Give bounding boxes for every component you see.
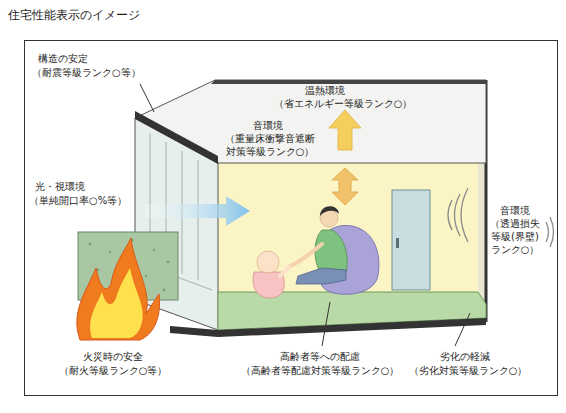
callout-label: （劣化対策等級ランク○） xyxy=(409,364,528,377)
baby xyxy=(253,251,289,298)
callout-label: （透過損失 xyxy=(490,217,540,230)
label-holder: 火災時の安全 xyxy=(83,350,143,363)
label-holder: 高齢者等への配慮 xyxy=(280,350,360,363)
callout-label: （耐火等級ランク○等） xyxy=(59,364,168,377)
callout-label: 火災時の安全 xyxy=(83,350,143,363)
light-arrow xyxy=(145,196,250,226)
woman xyxy=(290,206,347,284)
callout-label: 等級(界壁) xyxy=(491,230,539,243)
label-holder: ランク○） xyxy=(491,243,540,256)
label-holder: 光・視環境 xyxy=(35,180,85,193)
door xyxy=(392,190,430,290)
frame xyxy=(25,41,558,396)
heat-arrow xyxy=(329,110,361,150)
floor-slab-edge xyxy=(170,318,486,337)
label-holder: （重量床衝撃音遮断 xyxy=(225,132,315,145)
callout-label: （省エネルギー等級ランク○） xyxy=(274,97,413,110)
callout-label: （重量床衝撃音遮断 xyxy=(225,132,315,145)
label-holder: 温熱環境 xyxy=(305,84,345,97)
title: 住宅性能表示のイメージ xyxy=(8,8,140,23)
label-holder: （単純開口率○%等） xyxy=(29,194,127,207)
callout-label: 光・視環境 xyxy=(35,180,85,193)
callout-label: （単純開口率○%等） xyxy=(29,194,127,207)
callout-label: 音環境 xyxy=(253,119,283,132)
title-holder: 住宅性能表示のイメージ xyxy=(8,8,140,23)
callout-label: 音環境 xyxy=(500,204,530,217)
label-holder: （省エネルギー等級ランク○） xyxy=(274,97,413,110)
label-holder: 構造の安定 xyxy=(38,52,88,65)
sound-arrow xyxy=(332,168,358,205)
slab-front-edge xyxy=(135,111,218,164)
slab-back-edge xyxy=(211,80,486,84)
callout-label: （耐震等級ランク○等） xyxy=(32,66,141,79)
sound-waves xyxy=(448,188,554,247)
label-holder: （高齢者等配慮対策等級ランク○） xyxy=(241,364,400,377)
label-holder: （耐震等級ランク○等） xyxy=(32,66,141,79)
callout-label: 温熱環境 xyxy=(305,84,345,97)
callout-label: 構造の安定 xyxy=(38,52,88,65)
label-holder: （耐火等級ランク○等） xyxy=(59,364,168,377)
fire xyxy=(77,238,160,340)
label-holder: （透過損失 xyxy=(490,217,540,230)
door-handle xyxy=(396,238,399,248)
callout-label: 対策等級ランク○） xyxy=(226,145,315,158)
back-wall xyxy=(218,163,480,298)
label-holder: 音環境 xyxy=(253,119,283,132)
callout-label: ランク○） xyxy=(491,243,540,256)
label-holder: （劣化対策等級ランク○） xyxy=(409,364,528,377)
label-holder: 音環境 xyxy=(500,204,530,217)
leader-lines xyxy=(140,84,470,346)
label-holder: 等級(界壁) xyxy=(491,230,539,243)
label-holder: 対策等級ランク○） xyxy=(226,145,315,158)
callout-label: （高齢者等配慮対策等級ランク○） xyxy=(241,364,400,377)
callout-label: 高齢者等への配慮 xyxy=(280,350,360,363)
label-holder: 劣化の軽減 xyxy=(440,350,490,363)
callout-label: 劣化の軽減 xyxy=(440,350,490,363)
